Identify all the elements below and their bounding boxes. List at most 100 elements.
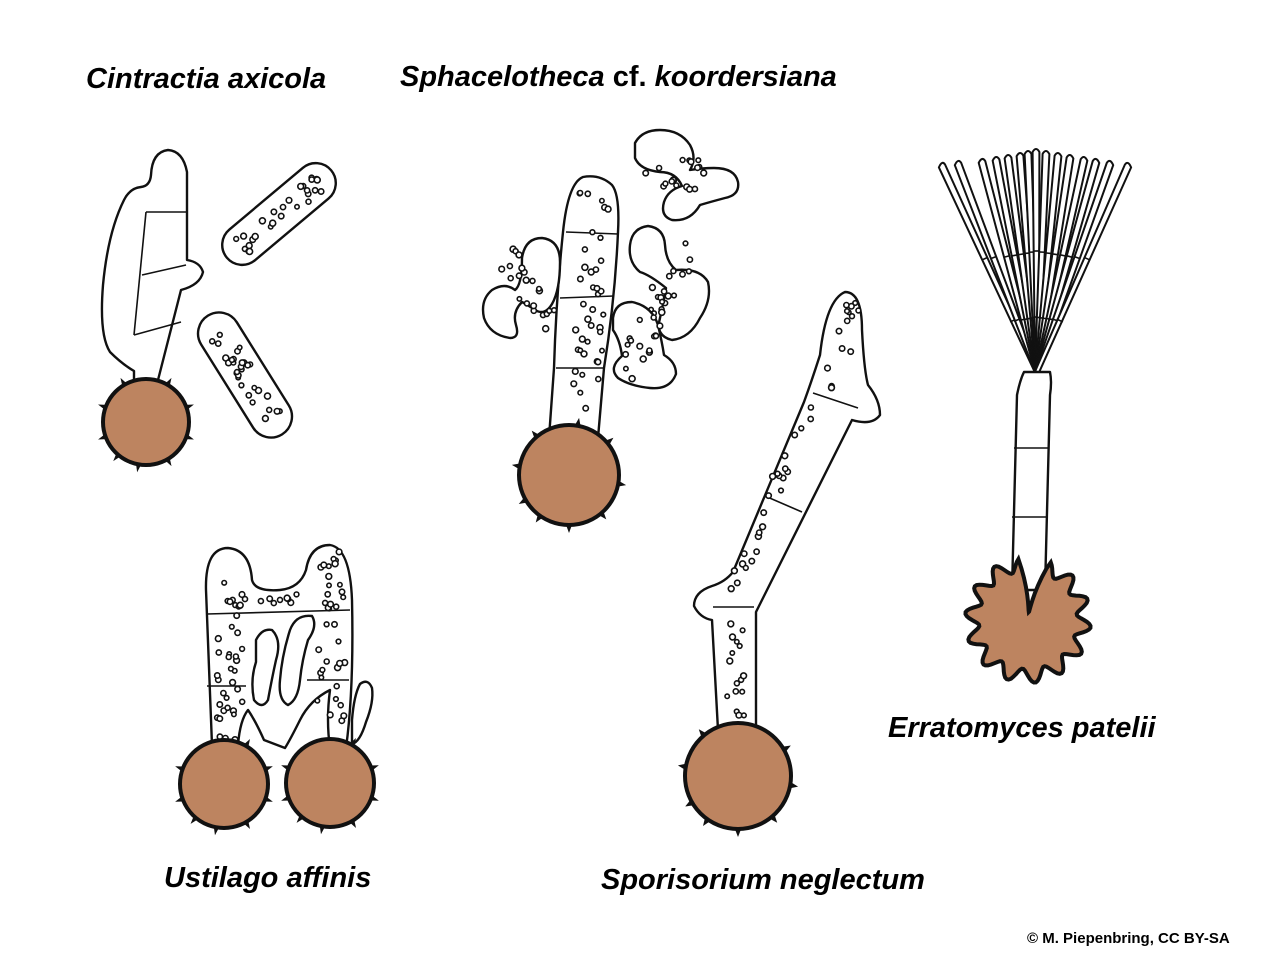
spore-spine (789, 782, 799, 789)
cytoplasm-granule (498, 265, 506, 273)
cytoplasm-granule (594, 358, 602, 366)
cytoplasm-granule (215, 649, 223, 656)
cintractia-basidiospore (221, 161, 337, 267)
sphacelotheca-spines (511, 417, 627, 533)
cintractia-spines (98, 377, 194, 473)
cytoplasm-granule (219, 689, 227, 697)
cytoplasm-granule (777, 487, 785, 494)
cytoplasm-granule (753, 548, 760, 556)
cytoplasm-granule (326, 600, 335, 608)
cytoplasm-granule (587, 321, 595, 329)
label-erratomyces-patelii: Erratomyces patelii (888, 712, 1156, 745)
cytoplasm-granule (333, 682, 341, 690)
cytoplasm-granule (238, 359, 246, 367)
sphacelotheca-basidiospore (611, 300, 678, 390)
cytoplasm-granule (340, 594, 347, 601)
cytoplasm-granule (265, 406, 273, 414)
cytoplasm-granule (529, 277, 536, 285)
cytoplasm-granule (685, 268, 693, 275)
spore-spine (698, 729, 707, 738)
cytoplasm-granule (297, 182, 305, 191)
cytoplasm-granule (249, 399, 256, 406)
cintractia-septum (141, 264, 187, 276)
cytoplasm-granule (577, 389, 584, 396)
epithet: koordersiana (654, 61, 837, 93)
cytoplasm-granule (724, 693, 731, 700)
cytoplasm-granule (325, 572, 333, 581)
cintractia-septum (133, 321, 182, 336)
cytoplasm-granule (546, 307, 553, 314)
cytoplasm-granule (518, 264, 526, 272)
label-cintractia-axicola: Cintractia axicola (86, 63, 326, 96)
cytoplasm-granule (739, 672, 748, 680)
cytoplasm-granule (847, 348, 855, 356)
cytoplasm-granule (214, 634, 223, 643)
cytoplasm-granule (244, 361, 252, 369)
cytoplasm-granule (233, 235, 240, 243)
cytoplasm-granule (652, 332, 660, 340)
cytoplasm-granule (592, 266, 600, 273)
spore-spine (617, 480, 627, 487)
cytoplasm-granule (516, 295, 523, 302)
cytoplasm-granule (238, 382, 245, 389)
cytoplasm-granule (303, 186, 311, 194)
sphacelotheca-septum (559, 295, 615, 299)
cytoplasm-granule (224, 704, 231, 712)
cytoplasm-granule (324, 590, 332, 598)
cytoplasm-granule (673, 182, 680, 189)
cytoplasm-granule (230, 711, 237, 718)
cytoplasm-granule (208, 337, 216, 345)
cytoplasm-granule (232, 653, 240, 660)
cytoplasm-granule (571, 326, 580, 334)
cytoplasm-granule (227, 665, 234, 672)
erratomyces-basidium (1010, 370, 1053, 592)
cytoplasm-granule (740, 712, 748, 719)
basidiospore-septum (1017, 253, 1025, 256)
cytoplasm-granule (279, 203, 287, 211)
basidiospore-septum (1059, 253, 1067, 257)
sporisorium-septum (812, 392, 859, 409)
cytoplasm-granule (506, 262, 514, 270)
cytoplasm-granule (578, 335, 586, 343)
spore-spine (370, 795, 379, 801)
spore-spine (136, 463, 142, 473)
cytoplasm-granule (622, 365, 629, 372)
cytoplasm-granule (755, 529, 763, 536)
cytoplasm-granule (340, 712, 348, 720)
basidiospore-septum (1083, 256, 1091, 261)
cytoplasm-granule (733, 638, 740, 645)
spore-spine (703, 817, 711, 826)
cytoplasm-granule (582, 404, 590, 412)
spore-spine (281, 765, 290, 771)
cytoplasm-granule (261, 414, 270, 423)
cytoplasm-granule (228, 678, 237, 687)
cytoplasm-granule (313, 176, 322, 184)
cytoplasm-granule (748, 557, 756, 565)
sphacelotheca-teliospore (517, 423, 621, 527)
cytoplasm-granule (781, 452, 789, 460)
cytoplasm-granule (728, 633, 737, 641)
cytoplasm-granule (238, 698, 246, 706)
spore-spine (370, 765, 379, 771)
cytoplasm-granule (781, 465, 789, 473)
cytoplasm-granule (507, 274, 515, 282)
cytoplasm-granule (314, 697, 321, 704)
cytoplasm-granule (791, 431, 799, 439)
cytoplasm-granule (678, 270, 686, 278)
ustilago-spines (175, 737, 379, 836)
cytoplasm-granule (226, 598, 234, 606)
spore-spine (511, 463, 521, 470)
spore-spine (281, 795, 290, 801)
cytoplasm-granule (658, 298, 666, 305)
cytoplasm-granule (276, 596, 284, 604)
cytoplasm-granule (594, 375, 602, 383)
sporisorium-basidium (692, 290, 882, 732)
cytoplasm-granule (305, 198, 312, 205)
spore-spine (349, 819, 356, 829)
cytoplasm-granule (584, 190, 592, 198)
cytoplasm-granule (742, 564, 749, 572)
cytoplasm-granule (579, 371, 586, 378)
cytoplasm-granule (739, 627, 746, 634)
cytoplasm-granule (636, 316, 643, 324)
cytoplasm-granule (337, 701, 345, 709)
